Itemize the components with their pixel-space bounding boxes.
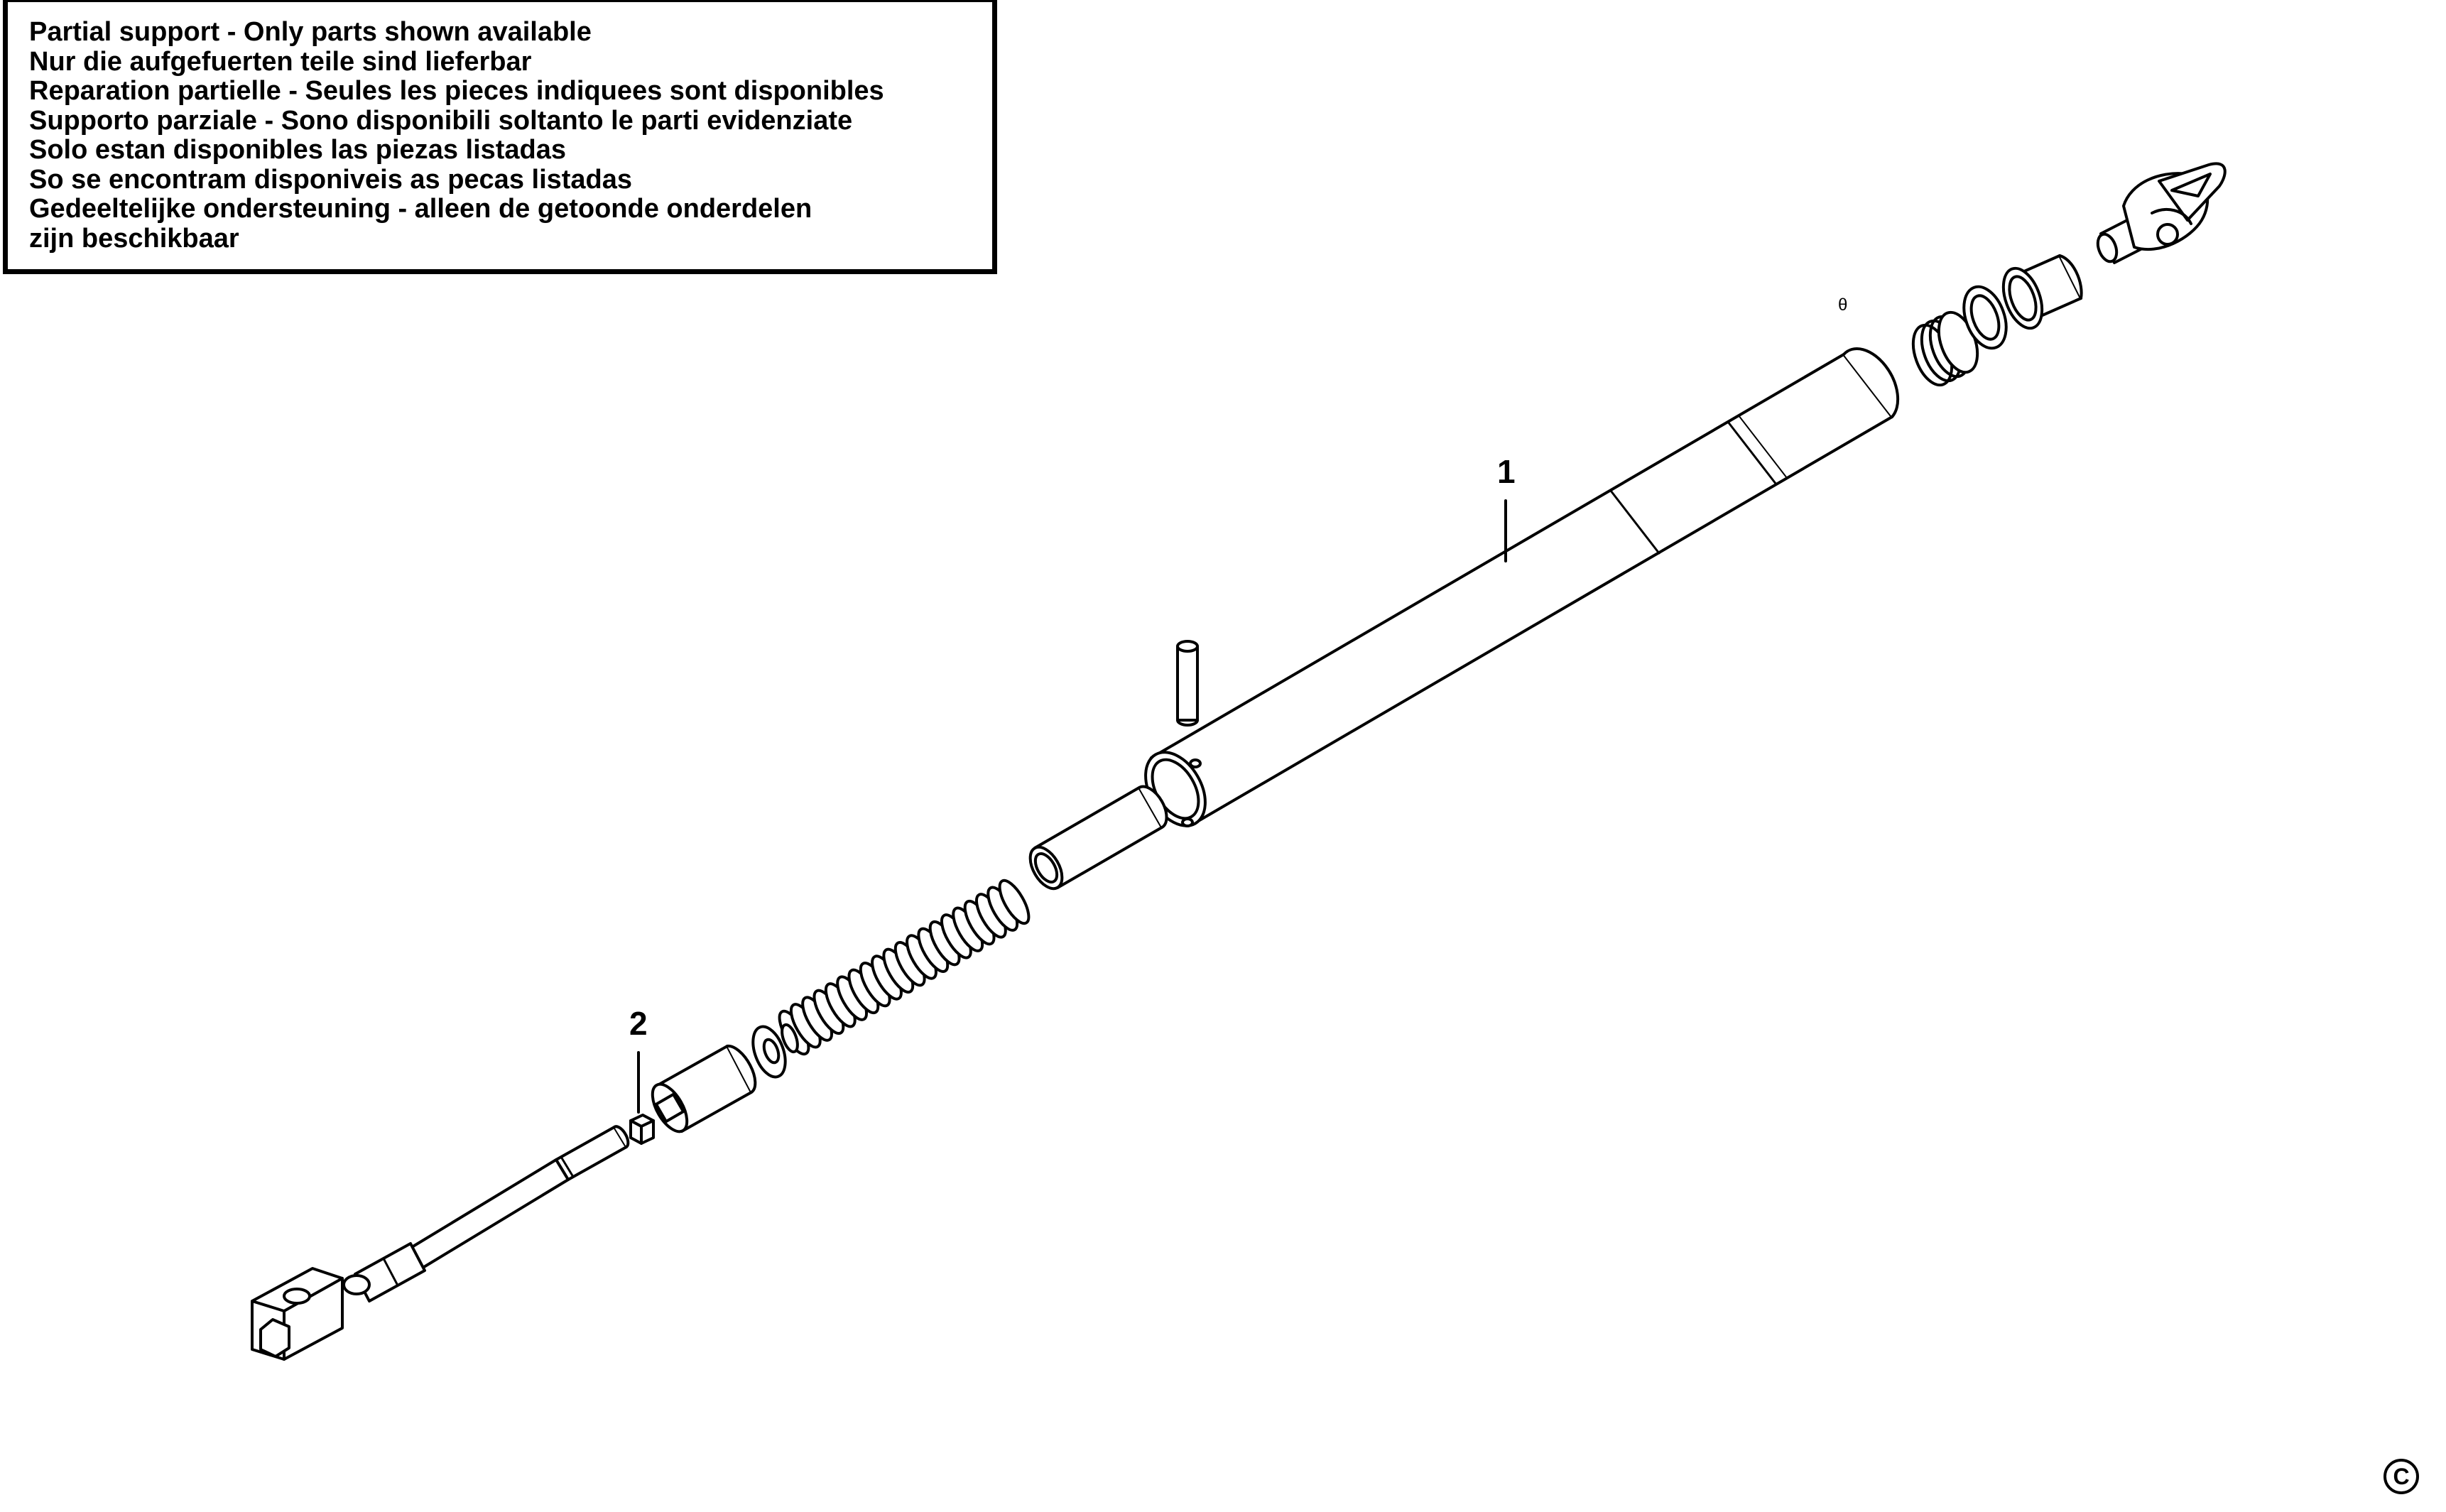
notice-line-nl-2: zijn beschikbaar — [29, 223, 239, 254]
copyright-icon: C — [2384, 1459, 2419, 1494]
small-theta-mark: θ — [1838, 295, 1847, 315]
notice-line-nl: Gedeeltelijke ondersteuning - alleen de … — [29, 194, 812, 224]
notice-line-fr: Reparation partielle - Seules les pieces… — [29, 76, 884, 106]
notice-line-de: Nur die aufgefuerten teile sind lieferba… — [29, 46, 532, 77]
square-block-part-2 — [629, 1114, 655, 1145]
retaining-ring — [1962, 285, 2008, 350]
end-cap — [1911, 310, 1979, 387]
notice-line-pt: So se encontram disponiveis as pecas lis… — [29, 164, 633, 195]
callout-label-2: 2 — [629, 1005, 648, 1042]
plunger-sleeve — [1028, 785, 1168, 891]
notice-line-it: Supporto parziale - Sono disponibili sol… — [29, 105, 853, 136]
parts-availability-notice: Partial support - Only parts shown avail… — [3, 0, 997, 274]
callout-label-1: 1 — [1497, 453, 1516, 490]
spring-washer — [751, 1023, 799, 1079]
spring-coil-turn — [998, 879, 1031, 925]
square-drive-bush — [651, 1044, 757, 1133]
extension-shaft — [251, 1125, 630, 1361]
end-bushing — [2001, 254, 2083, 330]
copyright-letter: C — [2393, 1464, 2409, 1489]
notice-line-es: Solo estan disponibles las piezas listad… — [29, 135, 567, 165]
notice-line-en: Partial support - Only parts shown avail… — [29, 17, 592, 47]
coil-spring — [778, 879, 1031, 1056]
roll-pin — [1176, 640, 1199, 727]
swivel-handle-end — [2096, 162, 2227, 264]
main-tube-part-1 — [1144, 347, 1900, 827]
